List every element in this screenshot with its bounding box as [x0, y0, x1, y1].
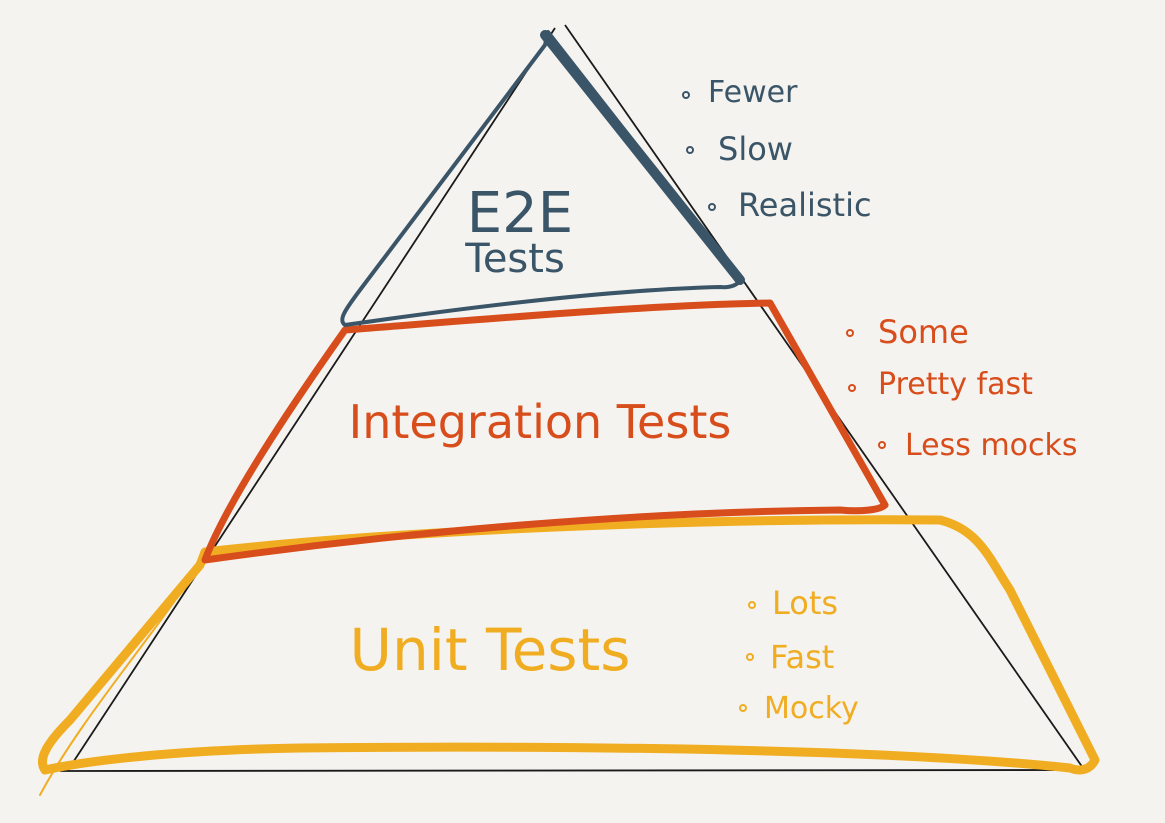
bullet-icon	[748, 601, 756, 609]
e2e-notes: Fewer Slow Realistic	[682, 75, 872, 224]
unit-note-3: Mocky	[764, 691, 859, 726]
integration-note-3: Less mocks	[905, 428, 1078, 463]
unit-layer-outline	[37, 515, 1100, 796]
e2e-note-3: Realistic	[738, 186, 872, 224]
bullet-icon	[708, 203, 716, 211]
e2e-layer-outline	[340, 30, 745, 327]
e2e-title-line1: E2E	[467, 181, 573, 246]
bullet-icon	[848, 384, 856, 392]
bullet-icon	[746, 653, 754, 661]
unit-notes: Lots Fast Mocky	[739, 584, 859, 726]
e2e-note-2: Slow	[718, 130, 793, 168]
e2e-note-1: Fewer	[708, 75, 798, 110]
integration-layer-outline	[201, 299, 889, 564]
bullet-icon	[739, 704, 747, 712]
bullet-icon	[682, 91, 690, 99]
unit-title: Unit Tests	[350, 616, 631, 684]
unit-note-2: Fast	[770, 638, 834, 676]
bullet-icon	[878, 441, 886, 449]
unit-note-1: Lots	[772, 584, 838, 622]
pyramid-base-edge	[59, 769, 1089, 772]
e2e-title-line2: Tests	[464, 236, 565, 282]
integration-note-2: Pretty fast	[878, 367, 1033, 402]
pyramid-left-edge	[67, 27, 556, 771]
integration-note-1: Some	[878, 313, 969, 351]
bullet-icon	[686, 146, 694, 154]
integration-title: Integration Tests	[349, 395, 732, 449]
bullet-icon	[846, 329, 854, 337]
integration-notes: Some Pretty fast Less mocks	[846, 313, 1078, 463]
